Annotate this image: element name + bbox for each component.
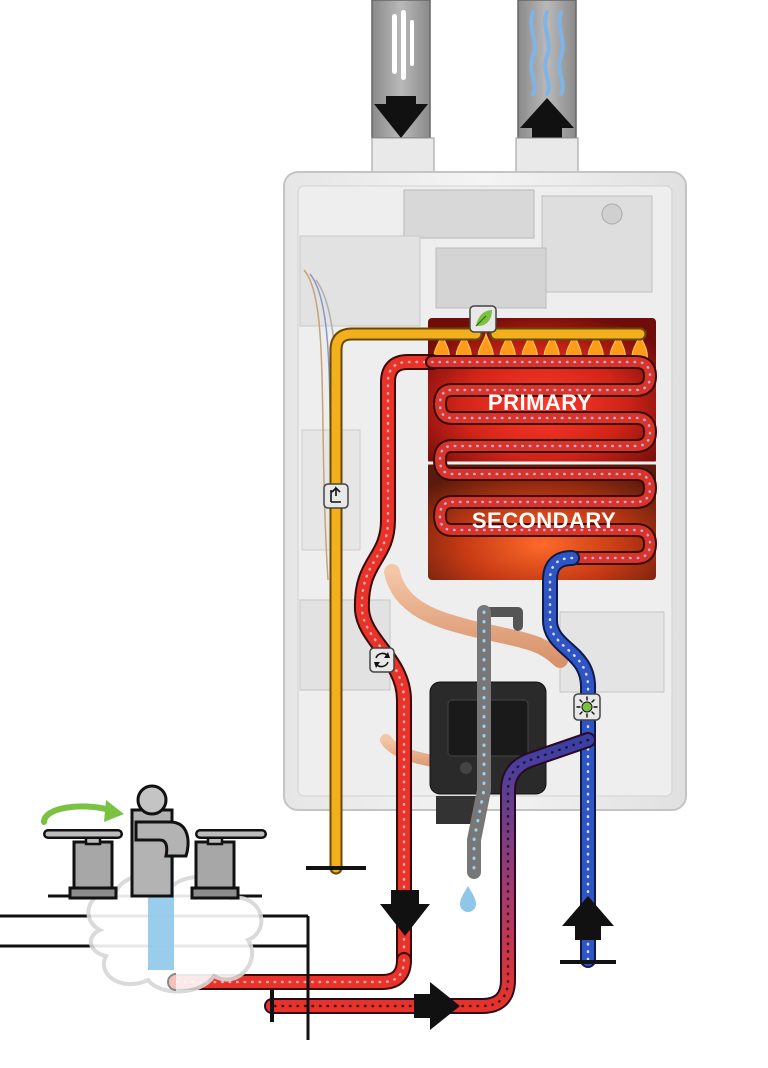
- intake-vent: [371, 0, 431, 139]
- steam-cloud: [86, 873, 264, 994]
- secondary-label: SECONDARY: [472, 508, 616, 533]
- exhaust-vent: [517, 0, 577, 139]
- exchanger-coil: [425, 355, 657, 565]
- flue-icon: [323, 483, 349, 509]
- intake-arrow-icon: [374, 96, 428, 138]
- faucet-icon: [43, 784, 267, 900]
- recirculation-icon: [369, 647, 395, 673]
- exhaust-heat-icon: [529, 10, 565, 96]
- recirculation-right-arrow-icon: [414, 982, 460, 1030]
- cold-water-up-arrow-icon: [562, 896, 614, 940]
- water-drop-icon: [460, 886, 476, 912]
- primary-label: PRIMARY: [488, 390, 592, 415]
- condensate-drain: [467, 605, 523, 879]
- recirculation-return-line: [264, 732, 596, 1014]
- gas-line: [329, 327, 647, 875]
- hot-water-down-arrow-icon: [380, 890, 430, 936]
- intake-air-icon: [392, 10, 414, 80]
- hot-line-end: [167, 973, 177, 991]
- cold-water-inlet-line: [542, 550, 596, 968]
- rotation-arrow-icon: [41, 800, 124, 825]
- sun-valve-icon: [573, 693, 601, 721]
- leaf-icon: [469, 305, 497, 333]
- exhaust-arrow-icon: [520, 98, 574, 138]
